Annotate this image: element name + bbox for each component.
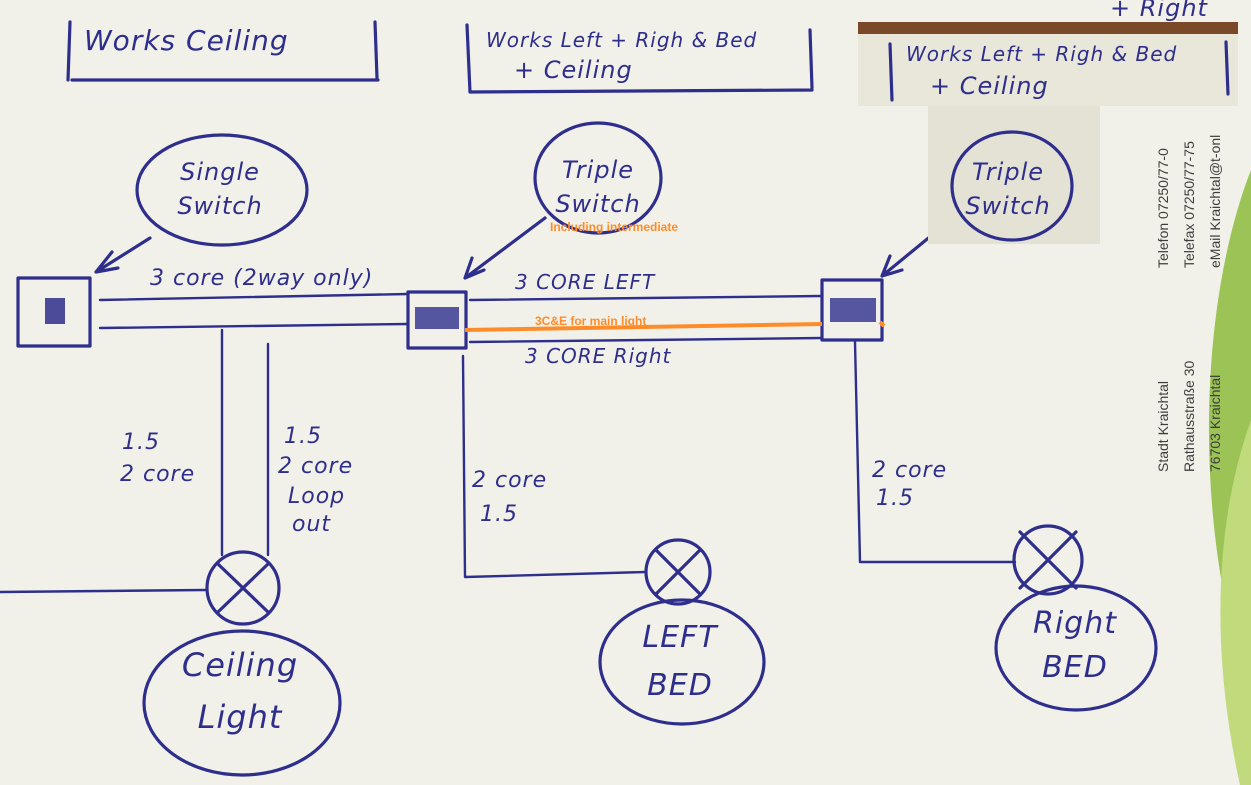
cable-lines <box>0 292 1017 594</box>
ceiling-light-bubble <box>142 629 342 777</box>
ceiling-loop-core: 2 core <box>278 454 354 479</box>
ceiling-lamp-symbol <box>205 550 281 626</box>
letterhead-postcode: 76703 Kraichtal <box>1207 374 1223 472</box>
pasted-patch-edge <box>858 22 1238 34</box>
ceiling-light-label-1: Ceiling <box>181 646 299 684</box>
ceiling-light-label-2: Light <box>197 698 283 736</box>
ceiling-loop-word: Loop <box>288 484 346 509</box>
ceiling-loop-size: 1.5 <box>284 424 322 449</box>
left-drop-core: 2 core <box>472 468 548 493</box>
right-bed-label-2: BED <box>1042 650 1108 685</box>
left-bed-bubble <box>598 598 766 726</box>
triple-switch-box-right <box>820 278 884 342</box>
pasted-header-line2: + Ceiling <box>930 72 1049 100</box>
single-switch-box <box>16 276 92 348</box>
triple-switch-box-left <box>406 290 468 350</box>
header-box-left-right-bed <box>465 23 814 94</box>
ceiling-feed-core: 2 core <box>120 462 196 487</box>
header-ceiling-title: Works Ceiling <box>84 24 289 57</box>
triple-switch-label-2: Switch <box>555 190 641 218</box>
including-intermediate-note: Including intermediate <box>550 220 679 234</box>
right-bed-bubble <box>994 584 1158 712</box>
right-bed-label-1: Right <box>1033 606 1117 641</box>
main-light-note: 3C&E for main light <box>535 314 647 328</box>
pasted-triple-switch-label-1: Triple <box>972 158 1044 186</box>
left-bed-lamp-symbol <box>644 538 712 606</box>
cable-label-3core-right: 3 CORE Right <box>525 344 672 368</box>
pasted-header-line1: Works Left + Righ & Bed <box>906 42 1178 66</box>
cut-top-header: + Right <box>1110 0 1208 22</box>
header-left-right-bed-line2: + Ceiling <box>514 56 633 84</box>
left-bed-label-2: BED <box>647 668 713 703</box>
main-light-line <box>464 320 886 332</box>
triple-switch-label-1: Triple <box>562 156 634 184</box>
letterhead-email: eMail Kraichtal@t-onl <box>1207 134 1223 268</box>
letterhead-telefon: Telefon 07250/77-0 <box>1155 148 1171 268</box>
ceiling-loop-out: out <box>292 512 332 537</box>
cable-label-3core-left: 3 CORE LEFT <box>515 270 656 294</box>
header-box-ceiling <box>66 20 380 82</box>
left-drop-size: 1.5 <box>480 502 518 527</box>
single-switch-label-2: Switch <box>177 192 263 220</box>
letterhead-street: Rathausstraße 30 <box>1181 360 1197 472</box>
header-left-right-bed-line1: Works Left + Righ & Bed <box>486 28 758 52</box>
single-switch-label-1: Single <box>180 158 260 186</box>
letterhead-swoosh <box>1208 170 1251 785</box>
pasted-triple-switch-label-2: Switch <box>965 192 1051 220</box>
right-drop-core: 2 core <box>872 458 948 483</box>
letterhead-city: Stadt Kraichtal <box>1155 380 1171 472</box>
right-drop-size: 1.5 <box>876 486 914 511</box>
cable-label-3core-2way: 3 core (2way only) <box>150 266 374 291</box>
ceiling-feed-size: 1.5 <box>122 430 160 455</box>
right-bed-lamp-symbol <box>1012 524 1084 596</box>
left-bed-label-1: LEFT <box>642 620 718 655</box>
single-switch-bubble <box>94 133 309 274</box>
triple-switch-bubble <box>463 121 663 280</box>
letterhead-telefax: Telefax 07250/77-75 <box>1181 141 1197 268</box>
